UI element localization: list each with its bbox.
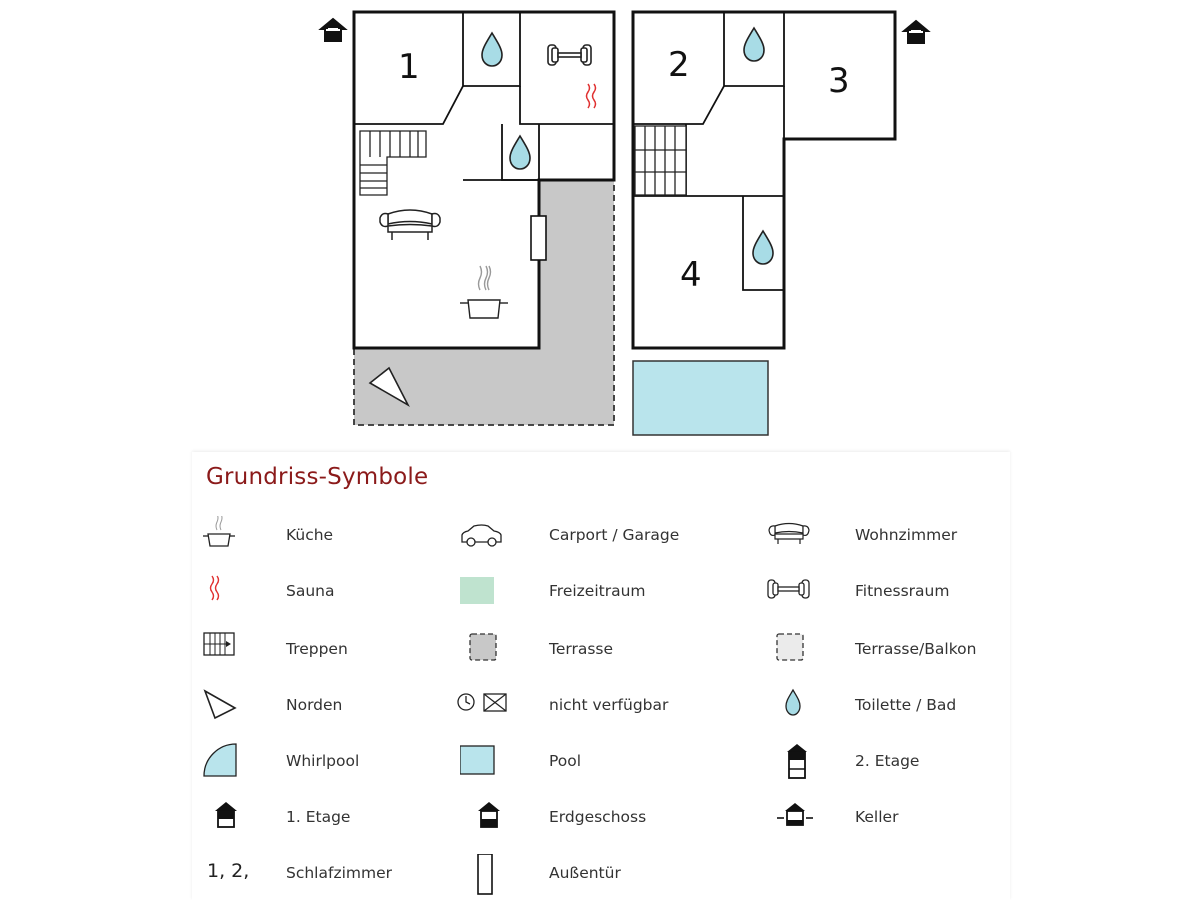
first-floor-marker <box>903 20 929 44</box>
north-arrow-icon <box>203 689 237 720</box>
legend-label: Norden <box>286 696 343 714</box>
legend-label: 2. Etage <box>855 752 920 770</box>
legend-item-terrace: Terrasse <box>460 630 720 670</box>
car-icon <box>461 524 502 547</box>
legend-item-sauna: Sauna <box>202 572 442 612</box>
legend-label: Whirlpool <box>286 752 360 770</box>
legend-item-ground-floor: Erdgeschoss <box>460 798 720 838</box>
legend-item-first-floor: 1. Etage <box>202 798 442 838</box>
sauna-heat-icon <box>209 575 220 601</box>
terrace-balcony-dashed-icon <box>776 633 804 661</box>
legend-label: Terrasse <box>549 640 614 658</box>
legend-label: Schlafzimmer <box>286 864 392 882</box>
green-square-icon <box>460 577 494 604</box>
legend-item-not-available: nicht verfügbar <box>454 686 724 726</box>
legend-item-basement: Keller <box>767 798 1007 838</box>
legend-item-living-room: Wohnzimmer <box>767 516 1007 556</box>
water-drop-icon <box>785 688 801 716</box>
room-number-1: 1 <box>398 47 420 87</box>
legend-label: Küche <box>286 526 334 544</box>
legend-item-fitness: Fitnessraum <box>767 572 1007 612</box>
legend-label: Fitnessraum <box>855 582 950 600</box>
room-number-2: 2 <box>668 45 690 85</box>
pool-area <box>632 360 769 436</box>
legend-item-bedroom: 1, 2, Schlafzimmer <box>202 854 442 894</box>
sofa-icon <box>768 522 810 544</box>
pool-icon <box>460 745 495 775</box>
dumbbell-symbol <box>547 44 592 66</box>
floor-plan: 1 <box>320 10 929 436</box>
legend-label: Sauna <box>286 582 335 600</box>
ground-floor-marker <box>320 18 346 42</box>
not-available-icon <box>457 693 507 712</box>
basement-icon <box>777 803 813 826</box>
legend-item-kitchen: Küche <box>202 516 442 556</box>
room-number-4: 4 <box>680 255 702 295</box>
legend-title: Grundriss-Symbole <box>206 464 429 490</box>
terrace-dashed-gray-icon <box>469 633 497 661</box>
ground-floor-icon <box>478 802 500 828</box>
legend-panel: Grundriss-Symbole Küche Carport / Garage <box>192 452 1010 900</box>
legend-label: Toilette / Bad <box>855 696 957 714</box>
kitchen-pot-icon <box>203 516 235 547</box>
legend-label: Carport / Garage <box>549 526 680 544</box>
legend-label: Erdgeschoss <box>549 808 647 826</box>
stairs-icon <box>203 632 235 656</box>
exterior-door-icon <box>477 854 493 895</box>
bedroom-numbers-icon: 1, 2, <box>207 860 250 882</box>
legend-item-pool: Pool <box>460 742 720 782</box>
stairs-right <box>634 125 687 196</box>
legend-item-carport: Carport / Garage <box>460 516 720 556</box>
sauna-symbol <box>585 83 597 109</box>
north-arrow <box>368 366 410 408</box>
legend-label: Pool <box>549 752 582 770</box>
legend-item-recreation-room: Freizeitraum <box>460 572 720 612</box>
room-number-3: 3 <box>828 61 850 101</box>
second-floor-icon <box>787 744 807 779</box>
legend-item-exterior-door: Außentür <box>460 854 720 895</box>
legend-label: Wohnzimmer <box>855 526 958 544</box>
sofa-symbol <box>379 209 441 240</box>
legend-item-toilet: Toilette / Bad <box>767 686 1007 726</box>
exterior-door <box>530 215 547 261</box>
legend-label: Freizeitraum <box>549 582 646 600</box>
first-floor-icon <box>215 802 237 828</box>
legend-label: Terrasse/Balkon <box>855 640 977 658</box>
legend-label: Keller <box>855 808 899 826</box>
legend-item-second-floor: 2. Etage <box>767 742 1007 782</box>
kitchen-symbol <box>460 265 508 319</box>
whirlpool-icon <box>203 743 237 777</box>
legend-label: nicht verfügbar <box>549 696 669 714</box>
legend-label: 1. Etage <box>286 808 351 826</box>
legend-item-whirlpool: Whirlpool <box>202 742 442 782</box>
stairs-left <box>359 130 427 196</box>
legend-label: Treppen <box>286 640 348 658</box>
legend-label: Außentür <box>549 864 621 882</box>
legend-item-north: Norden <box>202 686 442 726</box>
legend-item-stairs: Treppen <box>202 630 442 670</box>
legend-item-terrace-balcony: Terrasse/Balkon <box>767 630 1007 670</box>
dumbbell-icon <box>767 579 810 599</box>
